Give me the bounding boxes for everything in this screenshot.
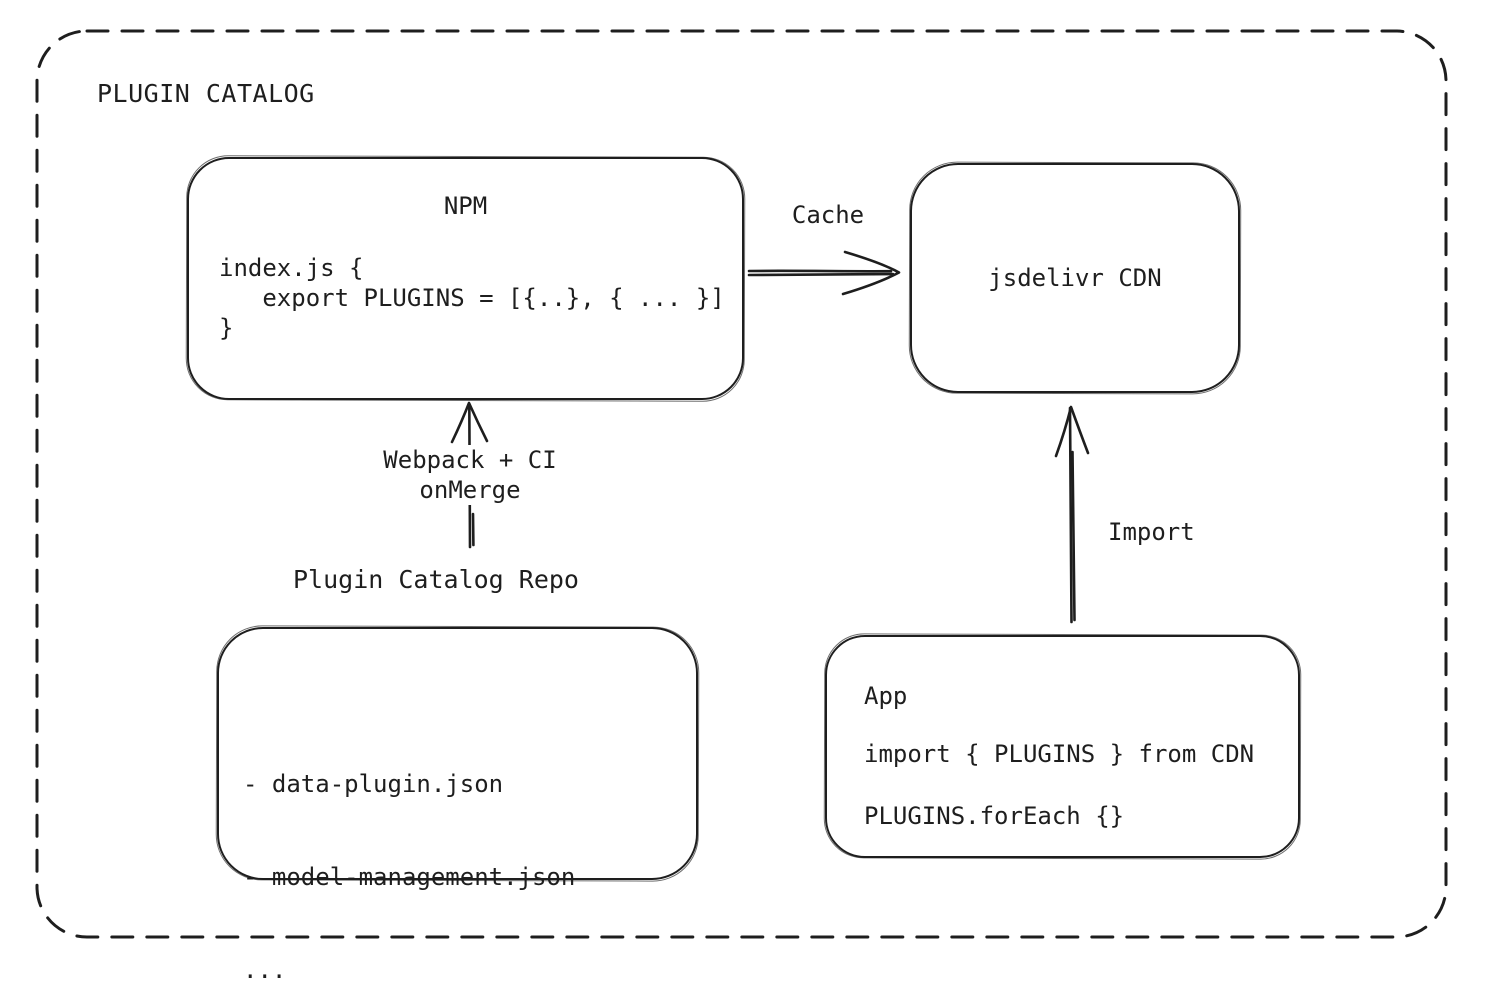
npm-code-snippet: index.js { export PLUGINS = [{..}, { ...… — [219, 254, 725, 342]
import-arrow-label: Import — [1108, 518, 1195, 546]
cache-arrow — [747, 250, 901, 296]
app-code-foreach: PLUGINS.forEach {} — [864, 802, 1125, 830]
diagram-title: PLUGIN CATALOG — [97, 79, 315, 108]
cdn-node-label: jsdelivr CDN — [988, 264, 1162, 292]
npm-node-title: NPM — [443, 192, 488, 220]
app-node-title: App — [864, 682, 908, 710]
app-node: App import { PLUGINS } from CDN PLUGINS.… — [825, 635, 1300, 858]
app-code-import: import { PLUGINS } from CDN — [864, 740, 1255, 768]
repo-node-heading: Plugin Catalog Repo — [293, 565, 579, 594]
import-arrow — [1054, 405, 1090, 624]
repo-file-item: - data-plugin.json — [243, 770, 504, 798]
repo-node: - data-plugin.json - model-management.js… — [217, 627, 698, 984]
build-arrow-label: Webpack + CI onMerge — [355, 445, 585, 505]
cache-arrow-label: Cache — [752, 200, 904, 230]
cdn-node: jsdelivr CDN — [910, 163, 1240, 393]
repo-file-item: ... — [243, 956, 287, 984]
repo-file-item: - model-management.json — [243, 863, 576, 891]
npm-node: NPM index.js { export PLUGINS = [{..}, {… — [187, 157, 744, 400]
repo-file-list: - data-plugin.json - model-management.js… — [243, 707, 575, 1002]
